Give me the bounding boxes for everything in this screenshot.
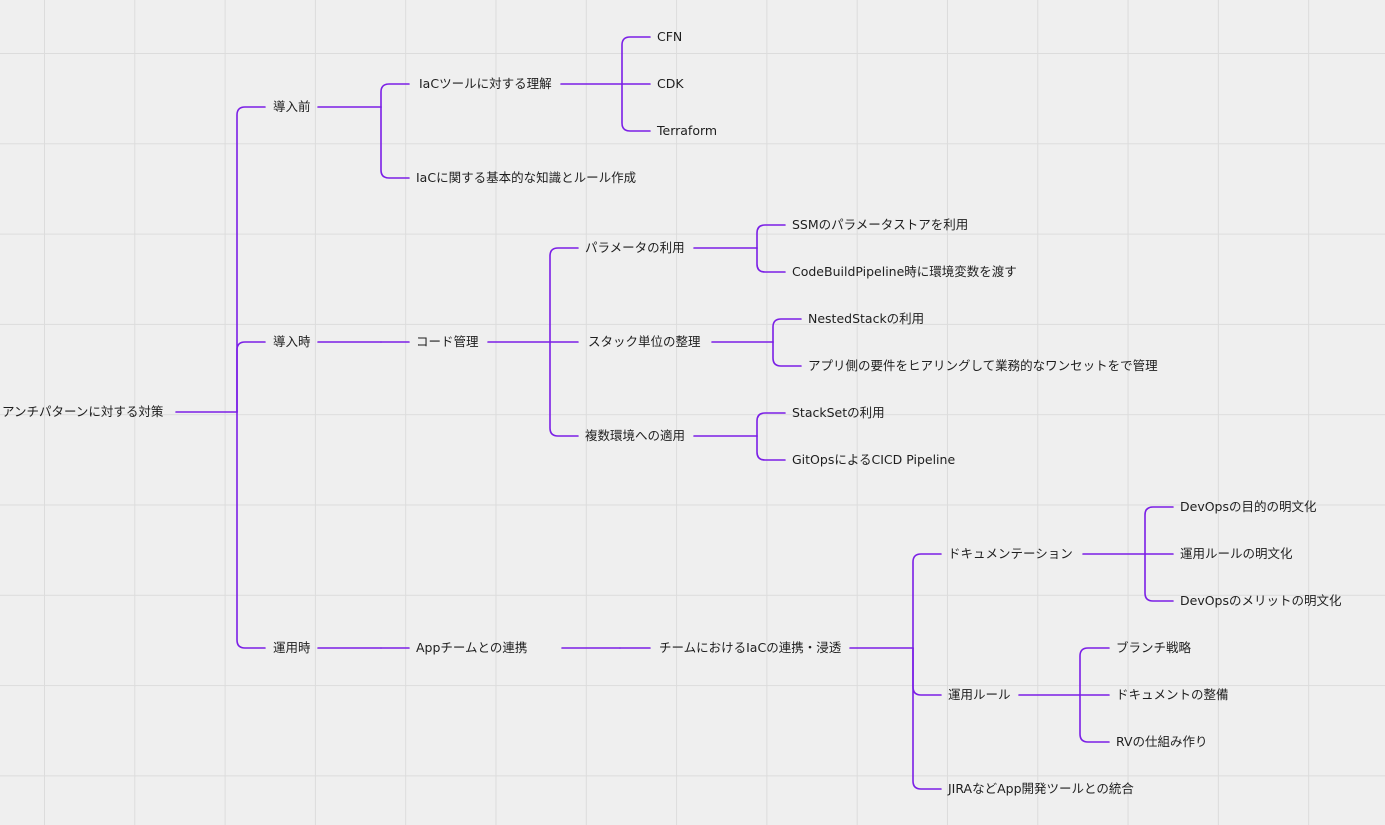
connector-iac-tools-branch-2: [621, 83, 651, 132]
node-stack-unit[interactable]: スタック単位の整理: [588, 334, 701, 349]
node-ops-rules[interactable]: 運用ルール: [948, 687, 1011, 702]
root-node[interactable]: アンチパターンに対する対策: [2, 404, 164, 419]
connector-stack-unit-branch-0: [772, 318, 802, 343]
node-devops-merit[interactable]: DevOpsのメリットの明文化: [1180, 593, 1342, 608]
connector-team-iac-branch-1: [912, 647, 942, 696]
node-nested[interactable]: NestedStackの利用: [808, 311, 925, 326]
connector-stack-unit-branch-1: [772, 341, 802, 367]
connector-root-branch-2: [236, 411, 266, 649]
connector-team-iac-branch-2: [912, 647, 942, 790]
node-before[interactable]: 導入前: [273, 99, 311, 114]
node-branch[interactable]: ブランチ戦略: [1116, 640, 1192, 655]
node-doc-maint[interactable]: ドキュメントの整備: [1116, 687, 1229, 702]
node-cfn[interactable]: CFN: [657, 29, 683, 44]
node-jira[interactable]: JIRAなどApp開発ツールとの統合: [948, 781, 1134, 796]
connector-code-mgmt-branch-0: [549, 247, 579, 343]
connector-multi-env-branch-1: [756, 435, 786, 461]
connector-multi-env-branch-0: [756, 412, 786, 437]
node-app-req[interactable]: アプリ側の要件をヒアリングして業務的なワンセットをで管理: [808, 358, 1158, 373]
node-code-mgmt[interactable]: コード管理: [416, 334, 479, 349]
connector-iac-tools-branch-0: [621, 36, 651, 85]
node-ssm[interactable]: SSMのパラメータストアを利用: [792, 217, 969, 232]
node-params[interactable]: パラメータの利用: [585, 240, 685, 255]
node-cdk[interactable]: CDK: [657, 76, 684, 91]
connector-docs-branch-0: [1144, 506, 1174, 555]
node-gitops[interactable]: GitOpsによるCICD Pipeline: [792, 452, 956, 467]
node-terraform[interactable]: Terraform: [657, 123, 718, 138]
node-ops-rule-doc[interactable]: 運用ルールの明文化: [1180, 546, 1293, 561]
node-docs[interactable]: ドキュメンテーション: [948, 546, 1073, 561]
connector-ops-rules-branch-0: [1079, 647, 1110, 696]
node-iac-tools[interactable]: IaCツールに対する理解: [419, 76, 552, 91]
connector-before-branch-1: [380, 106, 410, 179]
node-app-team[interactable]: Appチームとの連携: [416, 640, 528, 655]
connector-ops-rules-branch-2: [1079, 694, 1110, 743]
node-ops[interactable]: 運用時: [273, 640, 311, 655]
connector-root-branch-1: [236, 341, 266, 413]
connector-team-iac-branch-0: [912, 553, 942, 649]
node-iac-rules[interactable]: IaCに関する基本的な知識とルール作成: [416, 170, 637, 185]
node-codebuild[interactable]: CodeBuildPipeline時に環境変数を渡す: [792, 264, 1017, 279]
connector-params-branch-1: [756, 247, 786, 273]
node-stackset[interactable]: StackSetの利用: [792, 405, 885, 420]
connector-params-branch-0: [756, 224, 786, 249]
node-during[interactable]: 導入時: [273, 334, 311, 349]
node-rv[interactable]: RVの仕組み作り: [1116, 734, 1208, 749]
node-devops-goal[interactable]: DevOpsの目的の明文化: [1180, 499, 1317, 514]
node-team-iac[interactable]: チームにおけるIaCの連携・浸透: [659, 640, 842, 655]
connector-code-mgmt-branch-2: [549, 341, 579, 437]
connector-before-branch-0: [380, 83, 410, 108]
connector-root-branch-0: [236, 106, 266, 413]
connector-docs-branch-2: [1144, 553, 1174, 602]
node-multi-env[interactable]: 複数環境への適用: [585, 428, 686, 443]
